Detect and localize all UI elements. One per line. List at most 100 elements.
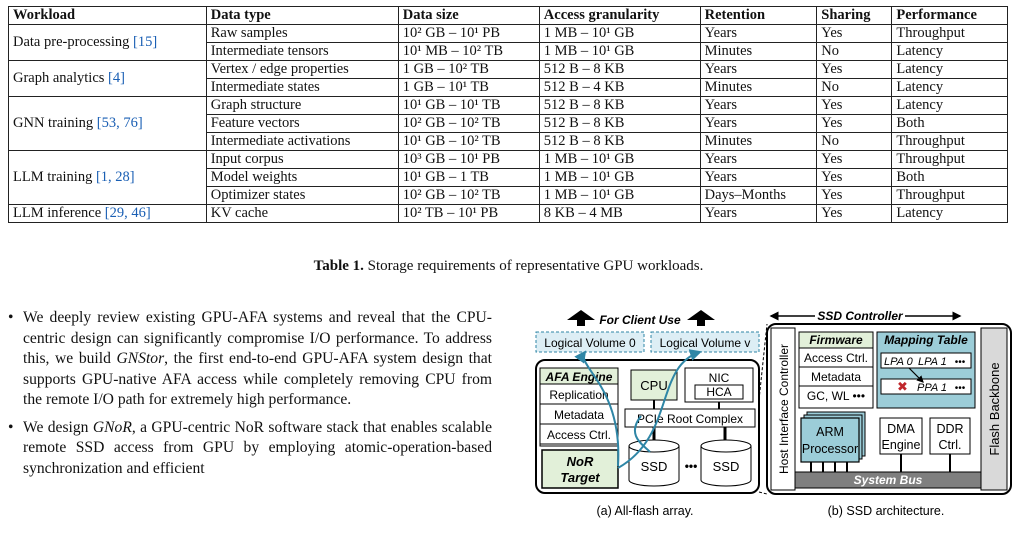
performance-cell: Throughput	[891, 132, 1008, 151]
nor-target-box	[541, 449, 619, 489]
ddr-label-1: DDR	[936, 422, 963, 436]
retention-cell: Years	[699, 150, 818, 169]
lpa0-label: LPA 0	[884, 356, 914, 368]
nor-target-label-2: Target	[560, 470, 600, 485]
up-arrow-icon	[567, 310, 595, 320]
workload-name: Data pre-processing	[13, 34, 130, 50]
fw-access-label: Access Ctrl.	[804, 351, 868, 365]
lpa1-label: LPA 1	[918, 356, 947, 368]
access-granularity-cell: 512 B – 8 KB	[538, 114, 701, 133]
table-header-row: Workload Data type Data size Access gran…	[8, 6, 1008, 25]
mapping-table-box	[876, 331, 976, 409]
data-type-cell: Raw samples	[205, 24, 399, 43]
access-granularity-cell: 1 MB – 10¹ GB	[538, 168, 701, 187]
contribution-item-1: •We deeply review existing GPU-AFA syste…	[6, 308, 492, 411]
data-size-cell: 10¹ GB – 10¹ TB	[397, 96, 540, 115]
retention-cell: Days–Months	[699, 186, 818, 205]
ssd-label-2: SSD	[713, 459, 740, 474]
ppa1-label: PPA 1	[917, 382, 947, 394]
data-size-cell: 10³ GB – 10¹ PB	[397, 150, 540, 169]
data-type-cell: Feature vectors	[205, 114, 399, 133]
bullet-2-emph: GNoR	[92, 418, 132, 436]
citation-link[interactable]: [4]	[108, 70, 125, 86]
data-type-cell: Intermediate activations	[205, 132, 399, 151]
up-arrow-stem	[577, 320, 585, 326]
sharing-cell: Yes	[816, 114, 893, 133]
data-path-arrow	[633, 415, 651, 453]
workload-name: LLM inference	[13, 205, 102, 221]
retention-cell: Years	[699, 96, 818, 115]
citation-link[interactable]: [53, 76]	[96, 115, 143, 131]
citation-link[interactable]: [15]	[132, 34, 158, 50]
for-client-use-label: For Client Use	[599, 313, 681, 327]
architecture-diagram: For Client Use Logical Volume 0 Logical …	[535, 309, 1012, 518]
data-path-arrow	[617, 349, 702, 469]
storage-requirements-table: Workload Data type Data size Access gran…	[8, 6, 1008, 223]
replication-label: Replication	[549, 388, 608, 402]
performance-cell: Throughput	[891, 186, 1008, 205]
sharing-cell: Yes	[816, 60, 893, 79]
pcie-root-complex-box	[624, 408, 756, 428]
performance-cell: Latency	[891, 78, 1008, 97]
mapping-arrow	[908, 367, 924, 383]
performance-cell: Latency	[891, 96, 1008, 115]
caption-a: (a) All-flash array.	[596, 504, 693, 518]
mapping-ellipsis: •••	[955, 383, 966, 394]
header-sharing: Sharing	[816, 6, 893, 25]
bullet-1-pre: We deeply review existing GPU-AFA system…	[23, 309, 492, 367]
workload-cell: GNN training [53, 76]	[8, 96, 207, 151]
dma-label-2: Engine	[882, 438, 921, 452]
up-arrow-icon	[687, 310, 715, 320]
cpu-label: CPU	[640, 378, 667, 393]
bullet-2-post: , a GPU-centric NoR software stack that …	[23, 418, 493, 477]
retention-cell: Years	[699, 204, 818, 223]
ssd-label-1: SSD	[641, 459, 668, 474]
ssd-controller-label: SSD Controller	[817, 309, 904, 323]
retention-cell: Minutes	[699, 132, 818, 151]
mapping-row-1	[880, 352, 972, 369]
mapping-row-2	[880, 378, 972, 395]
access-granularity-cell: 1 MB – 10¹ GB	[538, 24, 701, 43]
mapping-ellipsis: •••	[955, 357, 966, 368]
performance-cell: Both	[891, 168, 1008, 187]
sharing-cell: No	[816, 78, 893, 97]
data-type-cell: KV cache	[205, 204, 399, 223]
logical-volume-0-label: Logical Volume 0	[544, 336, 636, 350]
data-type-cell: Optimizer states	[205, 186, 399, 205]
nor-target-label-1: NoR	[567, 454, 594, 469]
workload-cell: Graph analytics [4]	[8, 60, 207, 97]
data-size-cell: 10² TB – 10¹ PB	[397, 204, 540, 223]
retention-cell: Years	[699, 114, 818, 133]
performance-cell: Throughput	[891, 150, 1008, 169]
header-data-type: Data type	[205, 6, 399, 25]
access-granularity-cell: 512 B – 8 KB	[538, 60, 701, 79]
arm-label-1: ARM	[816, 425, 844, 439]
citation-link[interactable]: [1, 28]	[95, 169, 135, 185]
retention-cell: Years	[699, 60, 818, 79]
ddr-ctrl-box	[929, 417, 971, 455]
data-size-cell: 10¹ MB – 10² TB	[397, 42, 540, 61]
afa-panel: For Client Use Logical Volume 0 Logical …	[535, 310, 760, 518]
header-workload: Workload	[8, 6, 207, 25]
citation-link[interactable]: [29, 46]	[104, 205, 151, 221]
workload-cell: LLM inference [29, 46]	[8, 204, 207, 223]
contribution-item-2: •We design GNoR, a GPU-centric NoR softw…	[6, 418, 492, 480]
logical-volume-0-box	[535, 331, 645, 353]
header-data-size: Data size	[397, 6, 540, 25]
workload-name: GNN training	[13, 115, 94, 131]
performance-cell: Latency	[891, 204, 1008, 223]
ssd-ellipsis: •••	[685, 459, 698, 473]
firmware-header	[798, 331, 874, 349]
sharing-cell: Yes	[816, 96, 893, 115]
data-size-cell: 10² GB – 10¹ PB	[397, 24, 540, 43]
host-interface-label: Host Interface Controller	[777, 344, 791, 474]
retention-cell: Years	[699, 24, 818, 43]
data-size-cell: 10² GB – 10² TB	[397, 114, 540, 133]
workload-cell: LLM training [1, 28]	[8, 150, 207, 205]
header-performance: Performance	[891, 6, 1008, 25]
